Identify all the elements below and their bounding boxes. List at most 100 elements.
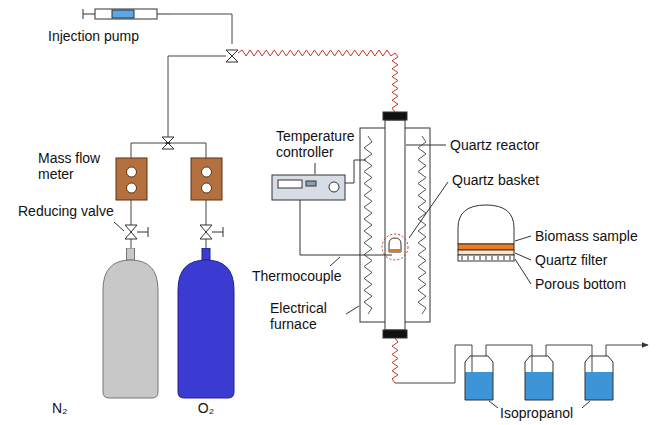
leader-line-part	[330, 257, 340, 266]
isopropanol-bottle-part	[585, 356, 613, 400]
reducing-valve-part	[200, 225, 212, 239]
quartz-reactor-part	[383, 112, 407, 120]
basket-inset-part-part	[510, 256, 511, 260]
cylinder-neck	[202, 248, 210, 260]
mass-flow-meter	[116, 158, 222, 200]
three-way-valve-part	[162, 137, 174, 149]
quartz-basket-part	[382, 234, 408, 260]
label-text: Biomass sample	[535, 228, 638, 244]
mass-flow-meter-part	[116, 158, 147, 200]
isopropanol-bottle-part	[465, 372, 493, 400]
gas-line-part	[206, 200, 207, 248]
basket-inset-part-part	[498, 256, 499, 260]
reducing-valve-part	[223, 227, 224, 237]
gas-line	[131, 14, 232, 248]
basket-inset-part	[458, 244, 514, 250]
part-label: Reducing valve	[18, 203, 114, 219]
isopropanol-bottle-part	[525, 372, 553, 400]
label-text: Quartz filter	[535, 252, 607, 268]
basket-inset-part	[458, 250, 514, 255]
label-text: Injection pump	[48, 28, 139, 44]
three-way-valve-part	[226, 50, 238, 62]
basket-inset-part-part	[474, 256, 475, 260]
reducing-valve-part	[148, 227, 149, 237]
part-label: Temperature controller	[276, 128, 371, 160]
electrical-furnace-part	[418, 136, 426, 314]
label-text: Reducing valve	[18, 203, 114, 219]
part-label: Quartz basket	[452, 172, 539, 188]
reducing-valve-part	[125, 225, 137, 239]
leader-line-part	[515, 259, 531, 284]
syringe-part	[95, 9, 157, 19]
isopropanol-bottle-part	[465, 356, 493, 400]
gas-line-part	[131, 200, 132, 248]
basket-inset	[458, 205, 514, 261]
label-text: Isopropanol	[500, 405, 573, 421]
isopropanol-bottle-part	[585, 372, 613, 400]
isopropanol-bottle	[465, 356, 613, 400]
basket-inset-part-part	[492, 256, 493, 260]
leader-line-part	[515, 236, 531, 241]
part-label: Isopropanol	[500, 405, 573, 421]
mass-flow-meter-part	[202, 167, 212, 177]
temperature-controller-part	[306, 181, 316, 186]
isopropanol-bottle-part	[525, 356, 553, 400]
wire	[300, 160, 392, 255]
wire-part	[345, 160, 366, 183]
outlet-line-part	[395, 345, 472, 394]
part-label: Quartz reactor	[450, 137, 539, 153]
gas-name: N₂	[52, 400, 68, 416]
leader-line-part	[315, 163, 316, 174]
label-text: Electrical furnace	[270, 300, 350, 332]
gas-name: O₂	[198, 400, 214, 416]
heated-line-part	[238, 50, 398, 112]
gas-cylinder: N₂	[40, 248, 162, 420]
basket-inset-part-part	[468, 256, 469, 260]
leader-line-part	[409, 182, 448, 238]
label-text: Temperature controller	[276, 128, 371, 160]
quartz-reactor-part	[385, 120, 405, 330]
gas-line-part	[170, 14, 232, 44]
part-label: Injection pump	[48, 28, 139, 44]
label-text: Thermocouple	[252, 268, 342, 284]
cylinder-neck	[127, 248, 135, 260]
leader-line-part	[114, 222, 124, 231]
part-label: Biomass sample	[535, 228, 638, 244]
heated-line-part	[392, 338, 398, 383]
mass-flow-meter-part	[202, 183, 212, 193]
mass-flow-meter-part	[191, 158, 222, 200]
reducing-valve	[125, 225, 223, 239]
part-label: Electrical furnace	[270, 300, 350, 332]
quartz-basket	[382, 234, 408, 260]
temperature-controller-part	[278, 180, 302, 188]
leader-line-part	[406, 145, 446, 146]
temperature-controller-part	[329, 182, 339, 192]
cylinder-body	[178, 260, 234, 398]
syringe-part	[157, 14, 170, 15]
cylinder-shape	[40, 248, 162, 420]
gas-cylinder: O₂	[175, 248, 237, 420]
quartz-reactor	[383, 112, 407, 338]
reducing-valve-part	[212, 232, 223, 233]
leader-line-part	[489, 401, 498, 408]
electrical-furnace-part	[364, 136, 372, 314]
leader-line-part	[515, 253, 531, 260]
cylinder-label: N₂	[52, 400, 68, 416]
basket-inset-part	[458, 205, 514, 244]
basket-inset-part-part	[480, 256, 481, 260]
label-text: Mass flow meter	[38, 150, 110, 182]
basket-inset-part-part	[504, 256, 505, 260]
mass-flow-meter-part	[127, 167, 137, 177]
label-text: Porous bottom	[535, 276, 626, 292]
cylinder-shape	[175, 248, 237, 420]
leader-line	[114, 145, 590, 408]
leader-line-part	[582, 401, 590, 408]
part-label: Quartz filter	[535, 252, 607, 268]
quartz-reactor-part	[383, 330, 407, 338]
syringe	[83, 9, 170, 19]
three-way-valve	[162, 50, 238, 149]
quartz-basket-part	[389, 238, 401, 252]
cylinder-body	[103, 260, 158, 398]
label-text: Quartz reactor	[450, 137, 539, 153]
